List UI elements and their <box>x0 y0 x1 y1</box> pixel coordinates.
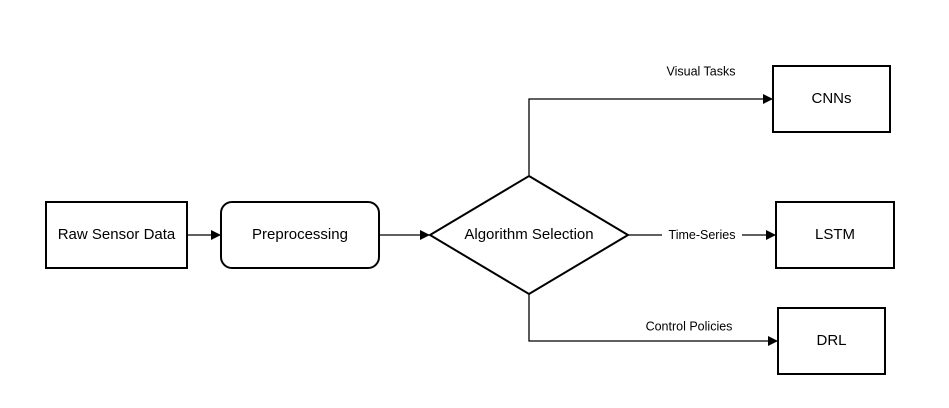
raw-sensor-data-box <box>45 201 188 269</box>
lstm-label: LSTM <box>815 226 855 243</box>
node-raw-sensor-data: Raw Sensor Data <box>45 201 188 269</box>
node-preprocessing: Preprocessing <box>220 201 380 269</box>
edge-selection-to-drl <box>528 294 778 346</box>
algorithm-selection-label: Algorithm Selection <box>464 226 593 243</box>
edge-label-control-policies: Control Policies <box>646 319 733 333</box>
edge-selection-to-cnns <box>528 94 773 175</box>
node-drl: DRL <box>777 307 886 375</box>
cnns-label: CNNs <box>812 90 852 107</box>
drl-label: DRL <box>816 332 846 349</box>
lstm-box <box>775 201 895 269</box>
edge-label-time-series: Time-Series <box>669 228 736 242</box>
node-algorithm-selection: Algorithm Selection <box>428 174 630 296</box>
edge-label-visual-tasks: Visual Tasks <box>666 64 735 78</box>
edge-label-time-series-background <box>662 227 742 243</box>
raw-sensor-data-label: Raw Sensor Data <box>58 226 176 243</box>
preprocessing-label: Preprocessing <box>252 226 348 243</box>
cnns-box <box>772 65 891 133</box>
preprocessing-box <box>220 201 380 269</box>
node-cnns: CNNs <box>772 65 891 133</box>
drl-box <box>777 307 886 375</box>
node-lstm: LSTM <box>775 201 895 269</box>
algorithm-selection-diamond <box>428 174 630 296</box>
